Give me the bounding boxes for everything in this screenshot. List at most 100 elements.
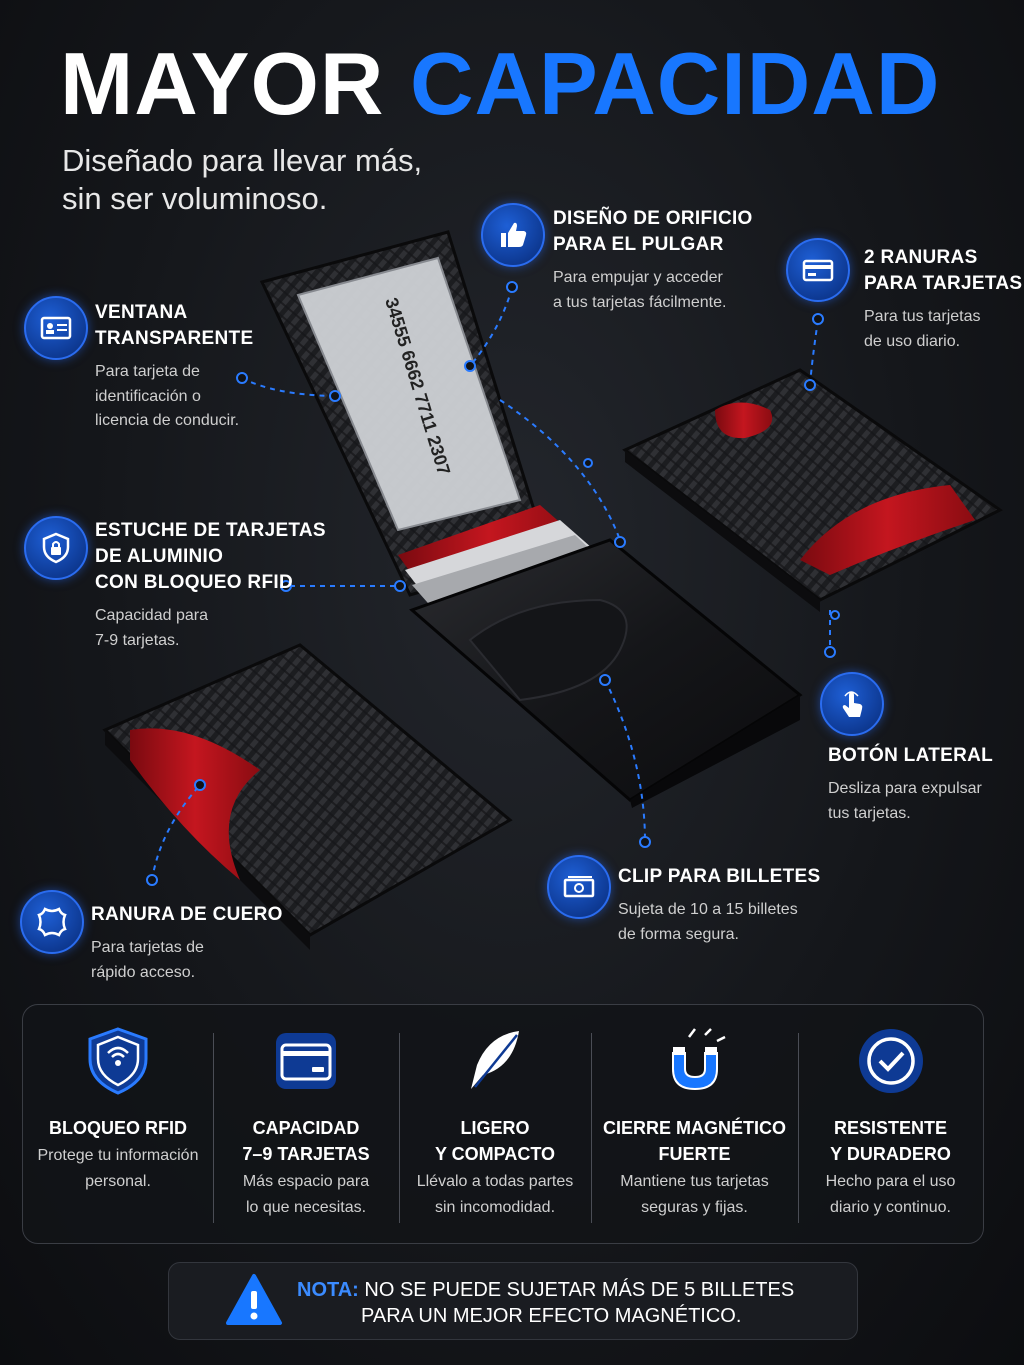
callout-estuche: ESTUCHE DE TARJETAS DE ALUMINIO CON BLOQ…	[95, 518, 326, 653]
right-wallet	[622, 368, 1003, 612]
magnet-icon	[671, 1028, 726, 1091]
callout-pulgar: DISEÑO DE ORIFICIO PARA EL PULGAR Para e…	[553, 206, 753, 315]
callout-ventana-title-2: TRANSPARENTE	[95, 328, 254, 349]
callout-boton: BOTÓN LATERAL Desliza para expulsar tus …	[828, 743, 993, 826]
wallet-illustration: 34555 6662 7711 2307	[102, 230, 1003, 950]
feature-ligero-desc-2: sin incomodidad.	[434, 1199, 556, 1216]
feature-rfid: BLOQUEO RFID Protege tu información pers…	[23, 1005, 213, 1243]
callout-ranuras: 2 RANURAS PARA TARJETAS Para tus tarjeta…	[864, 245, 1022, 354]
callout-estuche-desc-1: Capacidad para	[95, 607, 208, 624]
callout-pulgar-desc-2: a tus tarjetas fácilmente.	[553, 293, 727, 311]
note-box: NOTA: NO SE PUEDE SUJETAR MÁS DE 5 BILLE…	[168, 1262, 858, 1340]
title-word-capacidad: CAPACIDAD	[409, 34, 941, 133]
feature-resistente: RESISTENTE Y DURADERO Hecho para el uso …	[798, 1005, 983, 1243]
center-wallet: 34555 6662 7711 2307	[259, 230, 803, 808]
right-wallet-slot-card	[800, 485, 975, 575]
connector-clip	[604, 679, 646, 843]
divider	[399, 1033, 400, 1223]
features-panel: BLOQUEO RFID Protege tu información pers…	[22, 1004, 984, 1244]
feature-resistente-title-2: Y DURADERO	[830, 1144, 951, 1164]
callout-estuche-title-1: ESTUCHE DE TARJETAS	[95, 520, 326, 541]
divider	[591, 1033, 592, 1223]
feature-ligero-title-2: Y COMPACTO	[434, 1144, 555, 1164]
check-circle-icon	[858, 1029, 923, 1093]
banknote-icon	[547, 855, 611, 919]
callout-boton-title-1: BOTÓN LATERAL	[828, 745, 994, 766]
right-wallet-edge	[625, 450, 820, 612]
callout-boton-desc-2: tus tarjetas.	[828, 804, 911, 822]
page-subtitle: Diseñado para llevar más, sin ser volumi…	[62, 142, 422, 218]
callout-ventana-desc-2: identificación o	[95, 387, 201, 405]
rfid-shield-icon	[88, 1027, 148, 1095]
feather-icon	[471, 1031, 519, 1089]
feature-capacidad-desc-2: lo que necesitas.	[245, 1199, 367, 1216]
callout-ventana-title-1: VENTANA	[95, 302, 188, 323]
feature-magnetico-desc-2: seguras y fijas.	[641, 1199, 748, 1216]
left-wallet	[102, 643, 513, 950]
callout-ranuras-desc-2: de uso diario.	[864, 332, 961, 350]
id-window	[296, 256, 522, 532]
feature-capacidad: CAPACIDAD 7–9 TARJETAS Más espacio para …	[213, 1005, 399, 1243]
callout-clip-desc-1: Sujeta de 10 a 15 billetes	[618, 901, 798, 918]
feature-capacidad-title-1: CAPACIDAD	[252, 1118, 360, 1138]
feature-rfid-desc-2: personal.	[85, 1173, 151, 1190]
title-word-mayor: MAYOR	[60, 34, 385, 133]
thumbs-up-icon	[481, 203, 545, 267]
connector-ventana	[241, 377, 336, 397]
connector-cuero	[151, 784, 201, 881]
feature-resistente-desc-2: diario y continuo.	[830, 1199, 951, 1216]
feature-resistente-title-1: RESISTENTE	[833, 1118, 948, 1138]
divider	[213, 1033, 214, 1223]
feature-capacidad-desc-1: Más espacio para	[242, 1173, 370, 1190]
subtitle-line-1: Diseñado para llevar más,	[62, 143, 423, 178]
feature-magnetico-title-2: FUERTE	[658, 1144, 731, 1164]
callout-cuero: RANURA DE CUERO Para tarjetas de rápido …	[91, 902, 283, 985]
callout-ventana-desc-1: Para tarjeta de	[95, 363, 200, 380]
feature-ligero: LIGERO Y COMPACTO Llévalo a todas partes…	[399, 1005, 591, 1243]
note-line-1: NO SE PUEDE SUJETAR MÁS DE 5 BILLETES	[364, 1279, 795, 1301]
callout-pulgar-title-2: PARA EL PULGAR	[553, 234, 724, 255]
callout-ranuras-title-2: PARA TARJETAS	[864, 273, 1023, 294]
note-label: NOTA:	[297, 1279, 359, 1301]
feature-rfid-desc-1: Protege tu información	[37, 1147, 199, 1164]
feature-capacidad-title-2: 7–9 TARJETAS	[242, 1144, 370, 1164]
callout-ventana: VENTANA TRANSPARENTE Para tarjeta de ide…	[95, 300, 253, 434]
credit-card-icon	[786, 238, 850, 302]
callout-cuero-desc-1: Para tarjetas de	[91, 939, 204, 956]
callout-clip-title-1: CLIP PARA BILLETES	[618, 866, 821, 887]
id-card-icon	[24, 296, 88, 360]
callout-clip: CLIP PARA BILLETES Sujeta de 10 a 15 bil…	[618, 864, 820, 947]
feature-magnetico: CIERRE MAGNÉTICO FUERTE Mantiene tus tar…	[591, 1005, 798, 1243]
connector-dots	[146, 281, 840, 886]
subtitle-line-2: sin ser voluminoso.	[62, 181, 328, 216]
callout-ranuras-title-1: 2 RANURAS	[864, 247, 978, 268]
shield-lock-icon	[24, 516, 88, 580]
callout-ventana-desc-3: licencia de conducir.	[95, 412, 240, 429]
feature-rfid-title: BLOQUEO RFID	[49, 1118, 187, 1138]
callout-boton-desc-1: Desliza para expulsar	[828, 780, 982, 797]
divider	[798, 1033, 799, 1223]
callout-estuche-title-2: DE ALUMINIO	[95, 546, 224, 567]
leather-hide-icon	[20, 890, 84, 954]
feature-resistente-desc-1: Hecho para el uso	[825, 1173, 956, 1190]
connector-ranuras	[809, 319, 819, 386]
pointer-finger-icon	[820, 672, 884, 736]
feature-magnetico-desc-1: Mantiene tus tarjetas	[620, 1173, 769, 1190]
page-title: MAYOR CAPACIDAD	[60, 40, 940, 128]
callout-estuche-title-3: CON BLOQUEO RFID	[95, 572, 293, 593]
callout-cuero-desc-2: rápido acceso.	[91, 963, 196, 981]
callout-clip-desc-2: de forma segura.	[618, 925, 739, 943]
warning-icon	[226, 1274, 282, 1325]
note-text: NOTA: NO SE PUEDE SUJETAR MÁS DE 5 BILLE…	[297, 1277, 794, 1329]
feature-ligero-desc-1: Llévalo a todas partes	[416, 1173, 574, 1190]
feature-ligero-title-1: LIGERO	[460, 1118, 530, 1138]
callout-estuche-desc-2: 7-9 tarjetas.	[95, 631, 180, 649]
callout-cuero-title-1: RANURA DE CUERO	[91, 904, 283, 925]
connector-pulgar	[469, 287, 513, 367]
callout-pulgar-desc-1: Para empujar y acceder	[553, 269, 723, 286]
left-wallet-card	[130, 728, 260, 880]
note-line-2: PARA UN MEJOR EFECTO MAGNÉTICO.	[361, 1305, 742, 1327]
callout-pulgar-title-1: DISEÑO DE ORIFICIO	[553, 208, 753, 229]
money-clip	[468, 598, 628, 702]
right-wallet-thumb-hole	[715, 402, 773, 439]
